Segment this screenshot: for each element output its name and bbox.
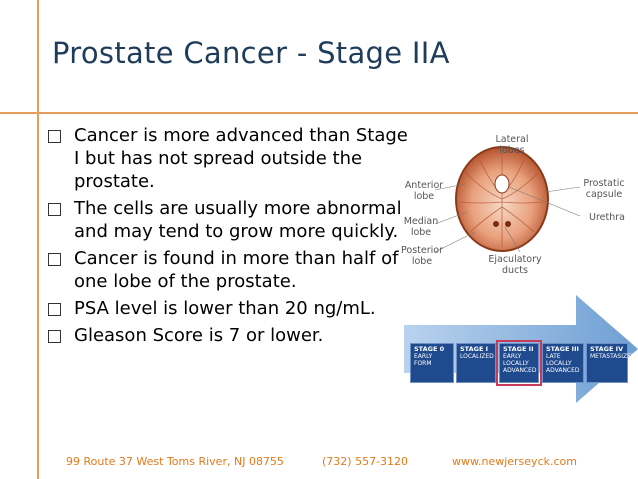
label-median-lobe: Median lobe xyxy=(403,216,439,238)
square-bullet-icon xyxy=(48,203,61,216)
footer-address: 99 Route 37 West Toms River, NJ 08755 xyxy=(66,455,284,468)
bullet-item: Gleason Score is 7 or lower. xyxy=(48,324,408,347)
slide-title: Prostate Cancer - Stage IIA xyxy=(52,36,450,70)
left-accent-line xyxy=(37,0,39,479)
stage-name: STAGE III xyxy=(546,345,579,353)
stage-name: STAGE IV xyxy=(590,345,624,353)
label-posterior-lobe: Posterior lobe xyxy=(401,245,443,267)
stage-name: STAGE II xyxy=(503,345,534,353)
bullet-item: PSA level is lower than 20 ng/mL. xyxy=(48,297,408,320)
stages-graphic: STAGE 0 EARLY FORM STAGE I LOCALIZED STA… xyxy=(404,295,638,403)
bullet-text: Gleason Score is 7 or lower. xyxy=(74,325,324,346)
bullet-text: PSA level is lower than 20 ng/mL. xyxy=(74,298,376,319)
bullet-text: Cancer is more advanced than Stage I but… xyxy=(74,125,408,192)
stage-name: STAGE 0 xyxy=(414,345,445,353)
stage-description: LOCALIZED xyxy=(460,353,494,360)
stage-name: STAGE I xyxy=(460,345,489,353)
bullet-text: Cancer is found in more than half of one… xyxy=(74,248,399,292)
stage-description: LATE LOCALLY ADVANCED xyxy=(546,353,580,374)
stage-box: STAGE 0 EARLY FORM xyxy=(410,343,454,383)
label-lateral-lobes: Lateral lobes xyxy=(495,134,529,156)
square-bullet-icon xyxy=(48,130,61,143)
label-urethra: Urethra xyxy=(589,212,625,223)
label-anterior-lobe: Anterior lobe xyxy=(404,180,444,202)
stage-box: STAGE I LOCALIZED xyxy=(456,343,496,383)
square-bullet-icon xyxy=(48,330,61,343)
footer-phone: (732) 557-3120 xyxy=(322,455,409,468)
stage-description: EARLY FORM xyxy=(414,353,433,367)
label-prostatic-capsule: Prostatic capsule xyxy=(583,178,625,200)
stage-box: STAGE III LATE LOCALLY ADVANCED xyxy=(542,343,584,383)
footer-website[interactable]: www.newjerseyck.com xyxy=(452,455,577,468)
label-ejaculatory-ducts: Ejaculatory ducts xyxy=(488,254,542,276)
stage-description: EARLY LOCALLY ADVANCED xyxy=(503,353,537,374)
bullet-item: Cancer is found in more than half of one… xyxy=(48,247,408,293)
bullet-item: Cancer is more advanced than Stage I but… xyxy=(48,124,408,193)
stage-box: STAGE IV METASTASIZED xyxy=(586,343,636,383)
stage-description: METASTASIZED xyxy=(590,353,636,360)
bullet-item: The cells are usually more abnormal and … xyxy=(48,197,408,243)
bullet-list: Cancer is more advanced than Stage I but… xyxy=(48,124,408,351)
title-divider-line xyxy=(0,112,638,114)
prostate-cross-section-icon xyxy=(434,146,581,253)
prostate-diagram: Lateral lobes Anterior lobe Prostatic ca… xyxy=(395,132,633,276)
stage-box-highlighted: STAGE II EARLY LOCALLY ADVANCED xyxy=(496,340,542,386)
bullet-text: The cells are usually more abnormal and … xyxy=(74,198,402,242)
square-bullet-icon xyxy=(48,303,61,316)
square-bullet-icon xyxy=(48,253,61,266)
